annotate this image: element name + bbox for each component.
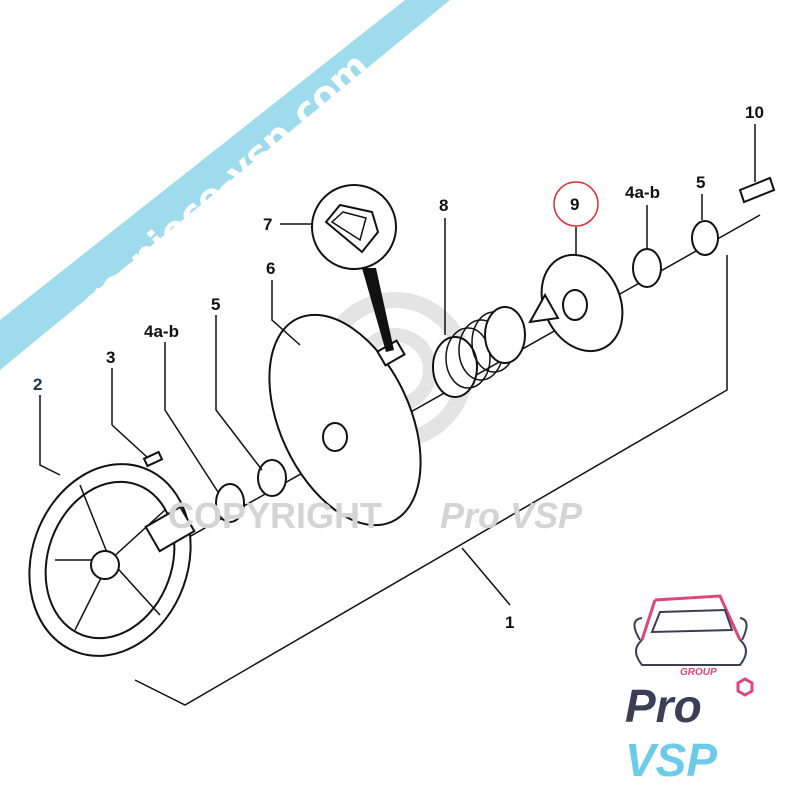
part-5-circlip-right bbox=[691, 220, 719, 256]
part-10-key bbox=[738, 176, 776, 204]
logo-vsp: VSP bbox=[625, 734, 717, 786]
callout-4a-b-right: 4a-b bbox=[625, 183, 660, 202]
logo-pro: Pro bbox=[625, 680, 702, 732]
watermark-brand: Pro VSP bbox=[440, 495, 583, 536]
callout-5-left: 5 bbox=[211, 295, 220, 314]
logo-group: GROUP bbox=[680, 667, 717, 678]
callout-10: 10 bbox=[745, 103, 764, 122]
part-4a-b-washer-right bbox=[632, 248, 662, 288]
callout-7: 7 bbox=[263, 215, 272, 234]
callout-4a-b-left: 4a-b bbox=[144, 322, 179, 341]
highlight-circle bbox=[553, 181, 599, 227]
leader-lines bbox=[39, 124, 756, 493]
callout-8: 8 bbox=[439, 196, 448, 215]
part-7-slider-detail bbox=[311, 184, 397, 352]
callout-1: 1 bbox=[505, 613, 514, 632]
part-8-spring bbox=[432, 306, 526, 398]
callout-9: 9 bbox=[570, 195, 579, 214]
watermark-copyright: COPYRIGHT bbox=[168, 495, 382, 536]
callout-3: 3 bbox=[106, 348, 115, 367]
callout-2: 2 bbox=[33, 375, 42, 394]
part-2-fixed-pulley bbox=[28, 463, 196, 657]
callout-6: 6 bbox=[266, 259, 275, 278]
part-5-circlip-left bbox=[257, 459, 287, 497]
leader-1 bbox=[461, 547, 511, 606]
part-9-torque-cam bbox=[528, 253, 624, 353]
part-4a-b-washer-left bbox=[215, 483, 245, 523]
bracket-1 bbox=[134, 255, 728, 706]
provsp-logo: GROUP Pro VSP bbox=[625, 594, 754, 786]
callout-5-right: 5 bbox=[696, 173, 705, 192]
part-3-pin bbox=[142, 450, 164, 468]
